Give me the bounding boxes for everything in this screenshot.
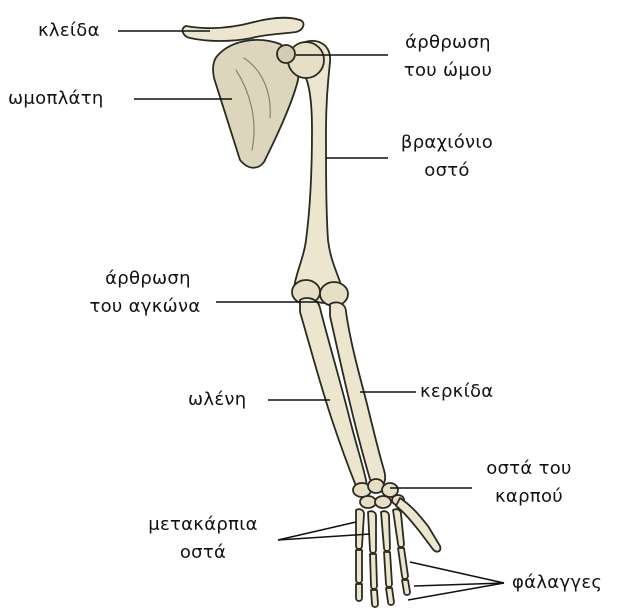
label-metacarpals-line2: οστά	[130, 540, 276, 566]
label-phalanges: φάλαγγες	[512, 570, 602, 596]
label-ulna: ωλένη	[188, 387, 246, 413]
phalanx-bones	[356, 548, 410, 607]
humerus-bone	[294, 41, 341, 303]
label-clavicle: κλείδα	[38, 18, 100, 44]
label-elbow-joint-line1: άρθρωση	[78, 266, 218, 292]
label-humerus-line2: οστό	[392, 158, 502, 184]
phalanges-leader-1	[410, 562, 504, 583]
glenoid	[277, 45, 295, 63]
label-shoulder-joint-line1: άρθρωση	[392, 30, 504, 56]
label-scapula: ωμοπλάτη	[8, 86, 104, 112]
label-humerus-line1: βραχιόνιο	[392, 130, 502, 156]
label-carpals-line1: οστά του	[470, 456, 588, 482]
label-carpals-line2: καρπού	[470, 484, 588, 510]
label-shoulder-joint-line2: του ώμου	[392, 58, 504, 84]
metacarpal-bones	[356, 509, 404, 553]
label-metacarpals-line1: μετακάρπια	[130, 512, 276, 538]
label-elbow-joint-line2: του αγκώνα	[70, 294, 220, 320]
label-radius: κερκίδα	[420, 379, 493, 405]
clavicle-bone	[183, 18, 304, 41]
